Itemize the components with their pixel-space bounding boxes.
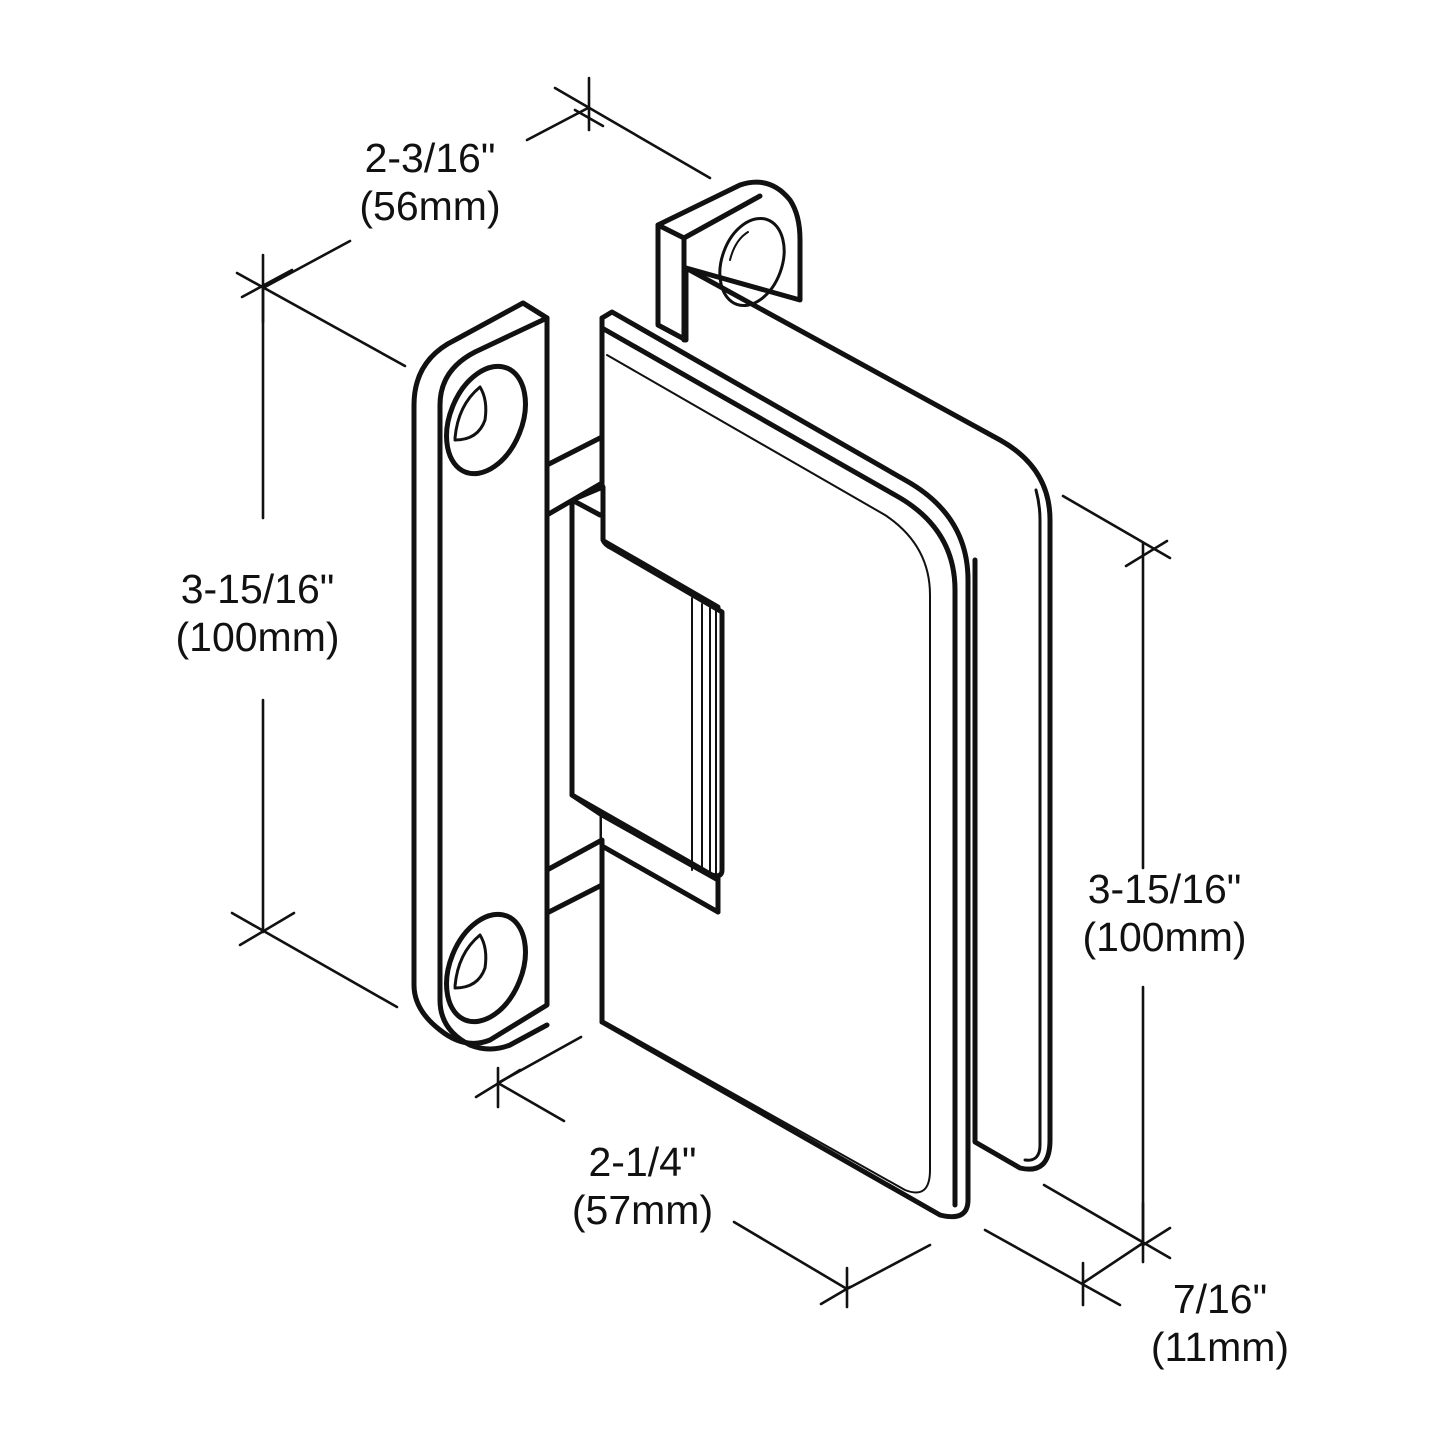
hinge-knuckle [569, 484, 725, 915]
left-height-imperial: 3-15/16" [180, 566, 335, 612]
top-width-imperial: 2-3/16" [364, 135, 496, 181]
bottom-width-metric: (57mm) [571, 1187, 714, 1233]
glass-thickness-imperial: 7/16" [1172, 1276, 1268, 1322]
rear-screw-hole [718, 216, 786, 308]
wall-mount-plate [411, 300, 605, 1052]
dimension-label-top-width: 2-3/16" (56mm) [345, 134, 515, 230]
dimension-label-left-height: 3-15/16" (100mm) [165, 565, 350, 661]
right-height-imperial: 3-15/16" [1087, 866, 1242, 912]
left-height-metric: (100mm) [175, 614, 340, 660]
dimension-label-glass-thickness: 7/16" (11mm) [1140, 1275, 1300, 1371]
lower-screw-hole [444, 911, 528, 1025]
rear-wall-plate-tab [655, 179, 803, 343]
dimension-label-bottom-width: 2-1/4" (57mm) [565, 1138, 720, 1234]
dimension-label-right-height: 3-15/16" (100mm) [1072, 865, 1257, 961]
right-height-metric: (100mm) [1082, 914, 1247, 960]
dimension-lines [230, 76, 1172, 1309]
glass-thickness-metric: (11mm) [1150, 1324, 1290, 1370]
upper-screw-hole [444, 363, 528, 477]
bottom-width-imperial: 2-1/4" [588, 1139, 697, 1185]
top-width-metric: (56mm) [359, 183, 501, 229]
